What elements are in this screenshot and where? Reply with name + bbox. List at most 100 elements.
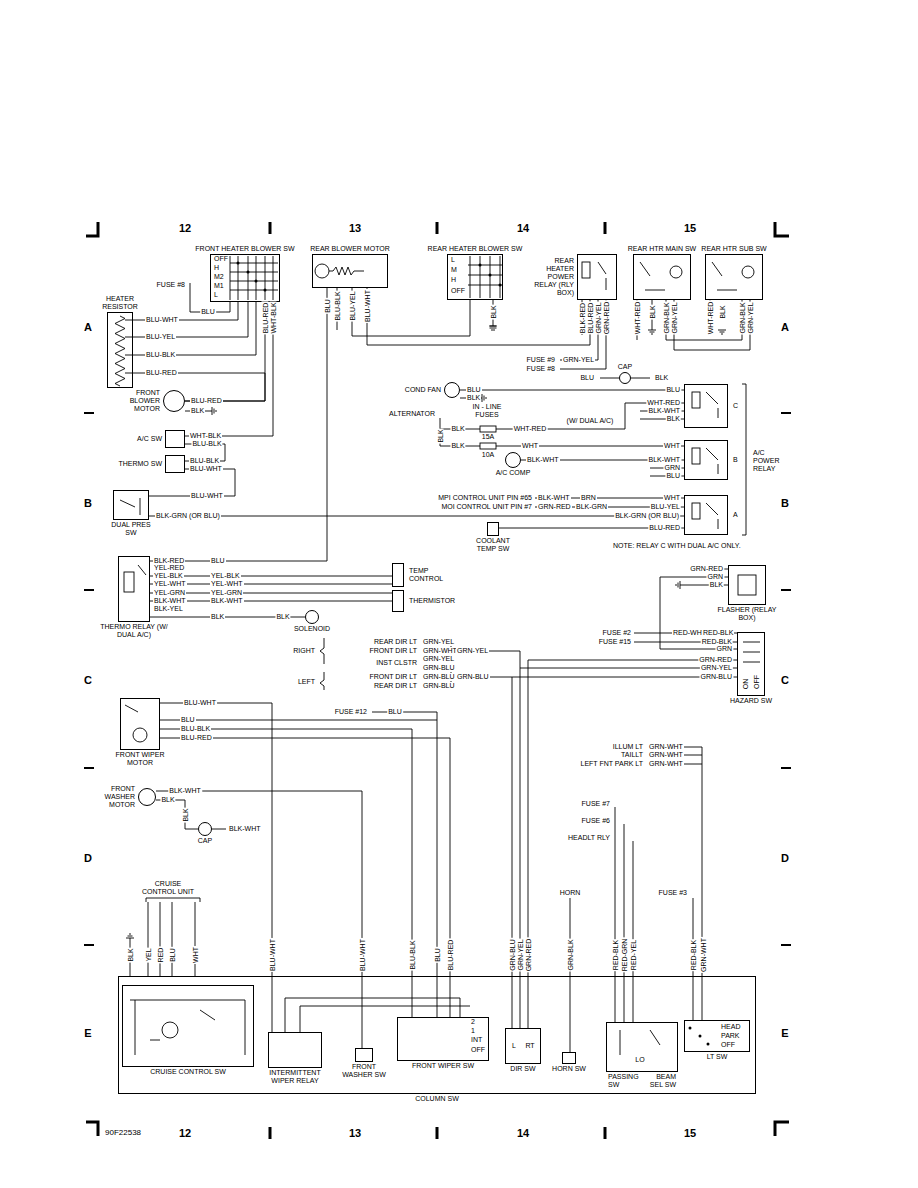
grid-reference: E bbox=[780, 1027, 789, 1040]
wire-color-label: BLK bbox=[466, 394, 481, 402]
wire-color-label: BLK bbox=[275, 613, 290, 621]
grid-reference: C bbox=[83, 674, 93, 687]
switch-position: L bbox=[450, 256, 456, 264]
wire-color-label: GRN-WHT bbox=[648, 760, 684, 768]
wire-color-label: BLU-RED bbox=[262, 302, 269, 335]
wire-color-label: GRN-BLU bbox=[422, 664, 456, 672]
wire-color-label: GRN-BLU bbox=[422, 673, 456, 681]
wire-color-label: GRN-BLK bbox=[567, 938, 574, 971]
switch-box: THERMO SW bbox=[165, 455, 185, 473]
wire-color-label: BLU-RED bbox=[190, 397, 223, 405]
switch-position: PARK bbox=[720, 1032, 741, 1040]
wire bbox=[352, 288, 470, 336]
wire bbox=[185, 302, 265, 401]
component-label: COLUMN SW bbox=[414, 1095, 460, 1103]
relay-box: FLASHER (RELAY BOX) bbox=[728, 565, 766, 605]
switch-position: 1 bbox=[470, 1027, 476, 1035]
component-label: FRONT WIPER SW bbox=[411, 1062, 475, 1070]
wire-color-label: BLK-WHT bbox=[526, 456, 560, 464]
wire-color-label: BLK bbox=[654, 374, 669, 382]
resistor-box: HEATER RESISTOR bbox=[107, 312, 133, 388]
wire-color-label: GRN-RED bbox=[525, 938, 532, 973]
component-label: THERMO RELAY (W/ DUAL A/C) bbox=[93, 623, 175, 639]
grid-reference: 14 bbox=[516, 1127, 530, 1140]
wire-color-label: BLU-WHT bbox=[189, 465, 223, 473]
wire-color-label: GRN-YEL bbox=[700, 664, 733, 672]
row-ticks bbox=[84, 413, 791, 945]
component-label: HEATER RESISTOR bbox=[94, 295, 146, 311]
wire bbox=[156, 791, 362, 1048]
wire-color-label: GRN-YEL bbox=[747, 301, 754, 334]
capacitor-symbol: CAP bbox=[619, 372, 631, 384]
switch-box: HORN SW bbox=[562, 1052, 576, 1064]
component-label: INTERMITTENT WIPER RELAY bbox=[259, 1069, 331, 1085]
component-label: FRONT WASHER SW bbox=[338, 1063, 390, 1079]
wire-color-label: BLU-RED bbox=[180, 734, 213, 742]
component-label: A/C POWER RELAY bbox=[752, 449, 788, 473]
wire-color-label: GRN-YEL bbox=[422, 655, 455, 663]
wire-color-label: YEL-WHT bbox=[153, 580, 187, 588]
switch-box: CRUISE CONTROL SW bbox=[122, 985, 254, 1067]
wire-color-label: BLK-WHT bbox=[537, 494, 571, 502]
switch-position: OFF bbox=[470, 1046, 486, 1054]
component-label: COOLANT TEMP SW bbox=[467, 537, 519, 553]
switch-position: M bbox=[450, 266, 458, 274]
switch-position: OFF bbox=[753, 674, 760, 690]
circuit-label: MPI CONTROL UNIT PIN #65 bbox=[437, 494, 533, 502]
wire-color-label: BLU-YEL bbox=[650, 503, 681, 511]
wire-color-label: BLK-YEL bbox=[153, 605, 184, 613]
wire-color-label: YEL-GRN bbox=[153, 589, 186, 597]
switch-position: ON bbox=[742, 678, 749, 691]
grid-reference: D bbox=[780, 852, 790, 865]
wire-color-label: BLU bbox=[324, 298, 331, 314]
switch-position: M2 bbox=[213, 273, 225, 281]
wire-color-label: GRN-YEL bbox=[517, 938, 524, 971]
wire-color-label: BLU-YEL bbox=[349, 290, 356, 321]
switch-position: OFF bbox=[213, 255, 229, 263]
grid-reference: 14 bbox=[516, 222, 530, 235]
wire-color-label: BLU bbox=[434, 947, 441, 963]
circuit-label: INST CLSTR bbox=[375, 659, 418, 667]
switch-box: FRONT WASHER SW bbox=[355, 1048, 373, 1062]
component-label: CRUISE CONTROL UNIT bbox=[137, 880, 199, 896]
wire-color-label: WHT-BLK bbox=[270, 301, 277, 334]
wire-color-label: BLU-WHT bbox=[190, 492, 224, 500]
wire bbox=[160, 703, 272, 1032]
wire bbox=[156, 800, 198, 829]
wire-color-label: RED bbox=[157, 947, 164, 964]
wire-color-label: BLK-GRN bbox=[575, 503, 608, 511]
circuit-label: MOI CONTROL UNIT PIN #7 bbox=[440, 503, 533, 511]
grid-reference: 13 bbox=[348, 1127, 362, 1140]
grid-reference: 15 bbox=[683, 222, 697, 235]
component-label: FRONT HEATER BLOWER SW bbox=[194, 245, 295, 253]
component-label: REAR HTR SUB SW bbox=[700, 245, 767, 253]
column-switch-housing: COLUMN SWCRUISE CONTROL SWINTERMITTENT W… bbox=[118, 976, 756, 1094]
wire-color-label: BLK-WHT bbox=[210, 597, 244, 605]
wire-color-label: BLK-GRN (OR BLU) bbox=[155, 512, 221, 520]
wire-color-label: GRN-WHT bbox=[648, 751, 684, 759]
wire-color-label: BLU-BLK bbox=[334, 290, 341, 321]
wire-color-label: YEL-BLK bbox=[153, 572, 184, 580]
wire-color-label: GRN-BLU bbox=[422, 682, 456, 690]
component-label: REAR HEATER POWER RELAY (RLY BOX) bbox=[525, 257, 575, 297]
fuse-label: FUSE #15 bbox=[598, 638, 632, 646]
wire bbox=[150, 288, 327, 561]
wire-color-label: WHT bbox=[663, 442, 681, 450]
switch-position: INT bbox=[470, 1036, 483, 1044]
grid-reference: D bbox=[83, 852, 93, 865]
note-text: NOTE: RELAY C WITH DUAL A/C ONLY. bbox=[612, 542, 742, 550]
switch-position: HEAD bbox=[720, 1023, 741, 1031]
component-label: IN - LINE FUSES bbox=[466, 403, 508, 419]
switch-position: H bbox=[450, 276, 457, 284]
wire-color-label: BRN bbox=[580, 494, 597, 502]
wire-color-label: BLU bbox=[579, 374, 595, 382]
frame-marks bbox=[86, 222, 789, 1139]
solenoid-symbol: SOLENOID bbox=[305, 610, 319, 624]
wire-color-label: WHT-RED bbox=[707, 301, 714, 336]
grid-reference: 15 bbox=[683, 1127, 697, 1140]
component-label: DUAL PRES SW bbox=[105, 521, 157, 537]
circuit-label: RIGHT bbox=[292, 647, 316, 655]
wire-color-label: GRN bbox=[663, 464, 681, 472]
relay-box: THERMO RELAY (W/ DUAL A/C) bbox=[118, 556, 150, 622]
